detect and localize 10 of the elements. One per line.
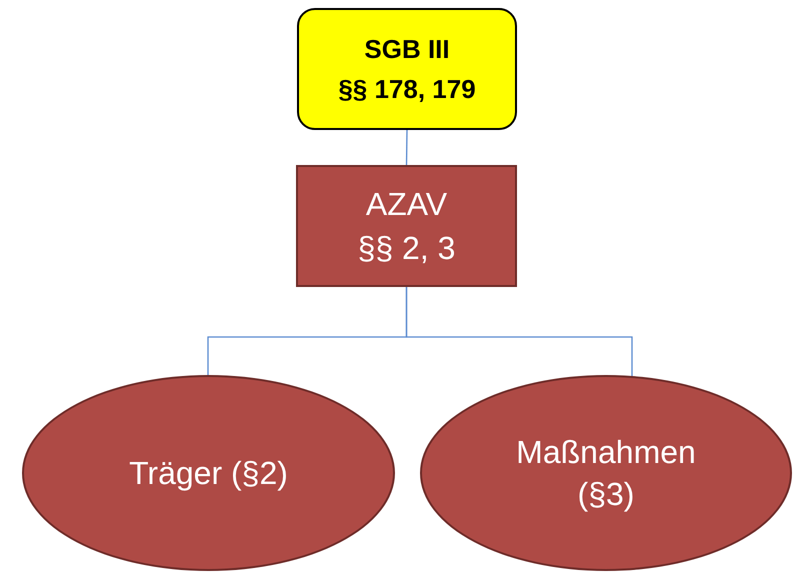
connector-line bbox=[406, 130, 408, 165]
node-label: Maßnahmen (§3) bbox=[515, 433, 697, 514]
node-label: SGB III bbox=[364, 33, 450, 66]
node-label: §§ 2, 3 bbox=[358, 229, 456, 268]
node-label: §§ 178, 179 bbox=[338, 73, 476, 106]
law-box bbox=[297, 8, 517, 130]
connector-line bbox=[406, 287, 633, 377]
node-label: Träger (§2) bbox=[129, 454, 288, 493]
node-label: AZAV bbox=[366, 185, 448, 224]
process-box bbox=[296, 165, 517, 287]
